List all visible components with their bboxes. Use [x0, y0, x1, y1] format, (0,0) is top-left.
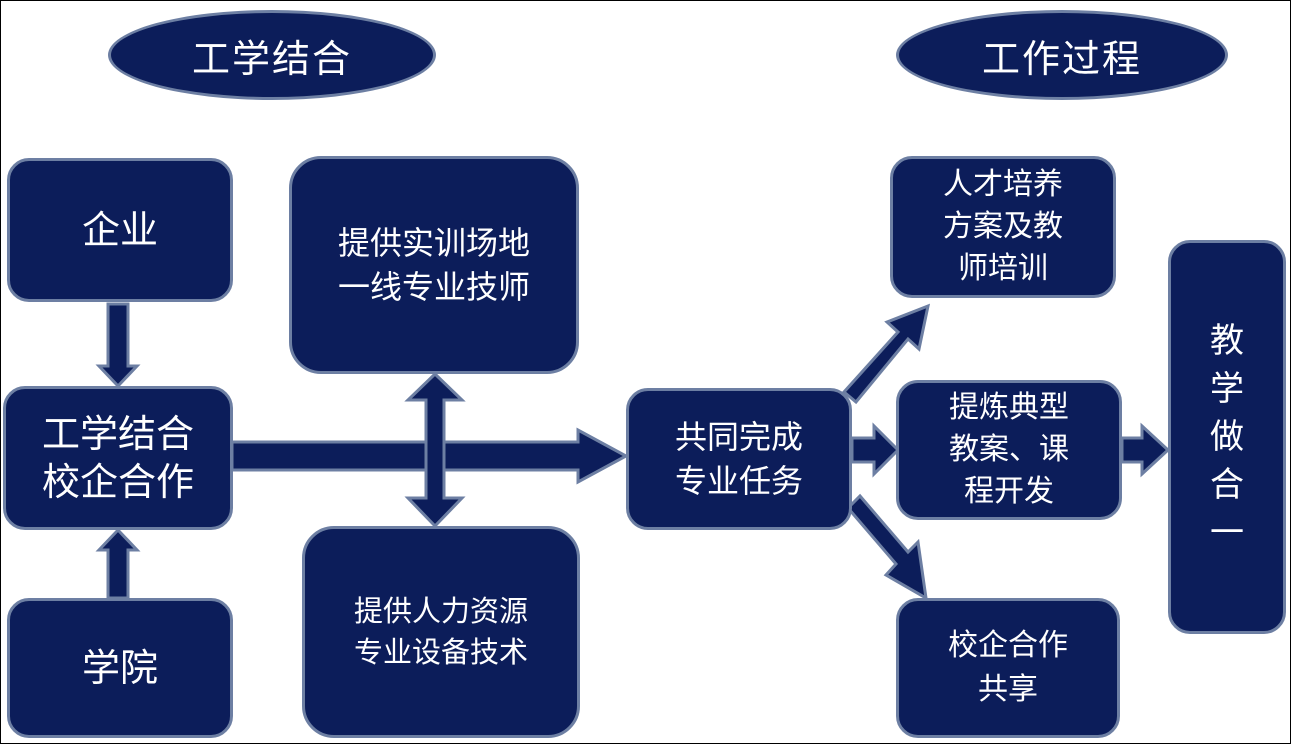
node-college-label: 学院 [81, 646, 158, 690]
arrow-double-resources [404, 371, 466, 529]
node-resource-top-label: 提供实训场地 一线专业技师 [337, 224, 530, 306]
arrow-refine-to-integration [1120, 422, 1171, 478]
header-right-label: 工作过程 [981, 36, 1142, 81]
node-integration-label: 教 学 做 合 一 [1210, 321, 1244, 553]
arrow-task-to-training [841, 303, 931, 405]
node-enterprise: 企业 [7, 158, 233, 302]
node-task: 共同完成 专业任务 [626, 388, 852, 530]
header-ellipse-left: 工学结合 [108, 10, 436, 100]
node-task-label: 共同完成 专业任务 [674, 418, 803, 500]
header-ellipse-right: 工作过程 [896, 10, 1228, 100]
node-refine: 提炼典型 教案、课 程开发 [896, 380, 1122, 520]
node-share-label: 校企合作 共享 [948, 628, 1068, 707]
node-training-label: 人才培养 方案及教 师培训 [943, 167, 1063, 286]
node-training: 人才培养 方案及教 师培训 [890, 156, 1116, 298]
node-share: 校企合作 共享 [896, 598, 1120, 738]
node-resource-top: 提供实训场地 一线专业技师 [289, 156, 579, 374]
arrow-college-to-cooperation [95, 527, 141, 600]
arrow-task-to-share [845, 493, 928, 601]
node-enterprise-label: 企业 [81, 208, 158, 252]
header-left-label: 工学结合 [191, 36, 352, 81]
arrow-task-to-refine [850, 422, 901, 478]
node-college: 学院 [7, 598, 233, 738]
node-cooperation: 工学结合 校企合作 [3, 386, 233, 530]
node-resource-bottom: 提供人力资源 专业设备技术 [302, 526, 580, 738]
node-integration: 教 学 做 合 一 [1168, 240, 1286, 634]
node-refine-label: 提炼典型 教案、课 程开发 [949, 390, 1069, 509]
arrow-enterprise-to-cooperation [95, 302, 141, 389]
node-resource-bottom-label: 提供人力资源 专业设备技术 [353, 594, 528, 669]
node-cooperation-label: 工学结合 校企合作 [41, 412, 194, 504]
